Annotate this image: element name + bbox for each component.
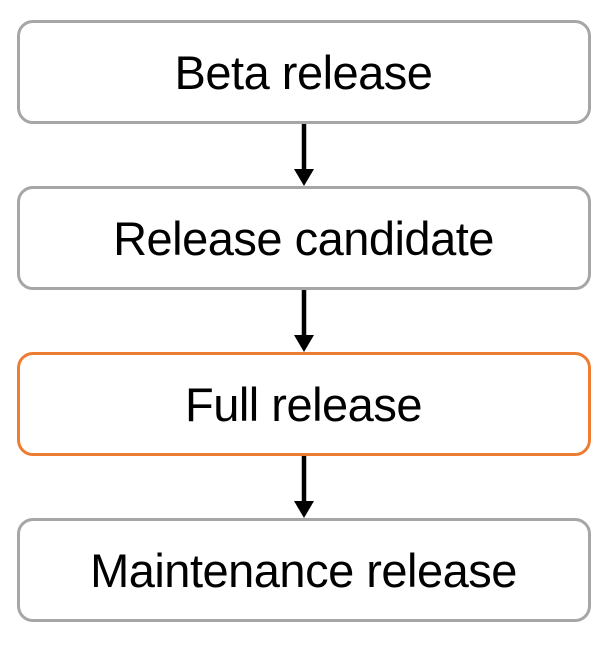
node-release-candidate: Release candidate xyxy=(16,186,591,290)
connector xyxy=(291,456,317,518)
down-arrow-icon xyxy=(293,456,314,518)
down-arrow-icon xyxy=(293,124,314,186)
connector xyxy=(291,124,317,186)
node-maintenance-release: Maintenance release xyxy=(16,518,591,622)
node-label: Release candidate xyxy=(113,211,494,265)
down-arrow-icon xyxy=(293,290,314,352)
connector xyxy=(291,290,317,352)
node-label: Maintenance release xyxy=(90,543,517,597)
node-full-release: Full release xyxy=(16,352,591,456)
node-label: Full release xyxy=(185,377,422,431)
node-beta-release: Beta release xyxy=(16,20,591,124)
node-label: Beta release xyxy=(174,45,433,99)
